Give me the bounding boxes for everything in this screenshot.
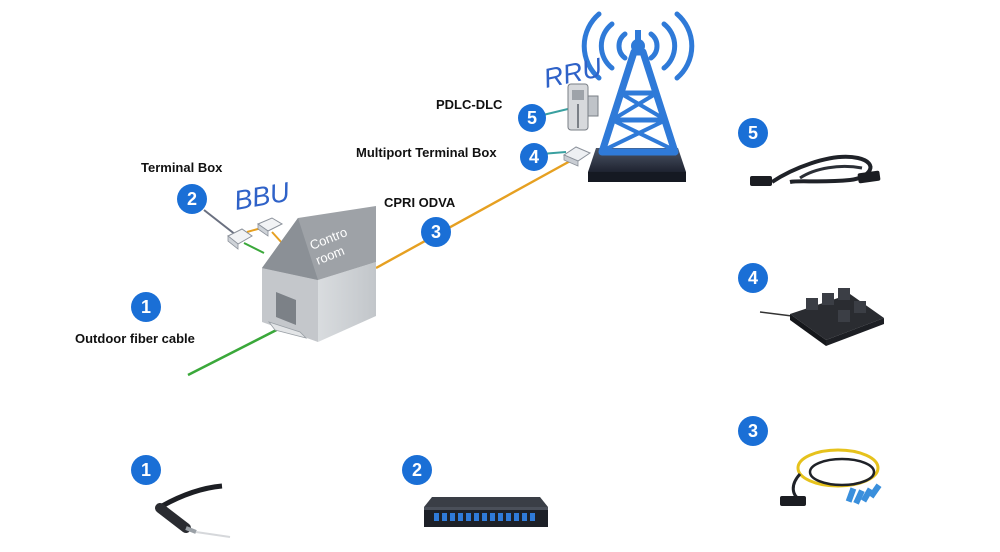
svg-text:4: 4 [748, 268, 758, 288]
cell-tower-icon [598, 30, 679, 156]
svg-text:3: 3 [431, 222, 441, 242]
terminal-box-label: Terminal Box [141, 160, 223, 175]
svg-text:4: 4 [529, 147, 539, 167]
multiport-terminal-box-product-icon [759, 288, 884, 346]
svg-text:2: 2 [412, 460, 422, 480]
badge-multiport-terminal-box: 4 [520, 143, 548, 171]
cable-terminal-box [203, 209, 265, 254]
badge-pdlc-dlc: 5 [518, 104, 546, 132]
badge-product-1: 1 [131, 455, 161, 485]
svg-text:2: 2 [187, 189, 197, 209]
svg-text:5: 5 [527, 108, 537, 128]
svg-text:1: 1 [141, 297, 151, 317]
cpri-odva-label: CPRI ODVA [384, 195, 456, 210]
outdoor-fiber-cable-product-icon [155, 483, 231, 538]
multiport-terminal-box-label: Multiport Terminal Box [356, 145, 497, 160]
badge-terminal-box: 2 [177, 184, 207, 214]
badge-outdoor-fiber-cable: 1 [131, 292, 161, 322]
badge-cpri-odva: 3 [421, 217, 451, 247]
bbu-label: BBU [232, 177, 292, 216]
rru-unit-icon [567, 83, 599, 131]
multiport-terminal-box-icon [562, 146, 592, 167]
svg-text:1: 1 [141, 460, 151, 480]
outdoor-fiber-cable-label: Outdoor fiber cable [75, 331, 195, 346]
badge-product-3: 3 [738, 416, 768, 446]
cpri-odva-cable-product-icon [780, 448, 882, 506]
badge-product-5: 5 [738, 118, 768, 148]
pdlc-dlc-cable-product-icon [750, 154, 881, 186]
svg-text:5: 5 [748, 123, 758, 143]
patch-panel-product-icon [424, 497, 548, 527]
badge-product-4: 4 [738, 263, 768, 293]
svg-text:3: 3 [748, 421, 758, 441]
badge-product-2: 2 [402, 455, 432, 485]
control-room-house: Contro room [262, 206, 376, 342]
bbu-terminal-box-icon [227, 217, 284, 250]
pdlc-dlc-label: PDLC-DLC [436, 97, 503, 112]
